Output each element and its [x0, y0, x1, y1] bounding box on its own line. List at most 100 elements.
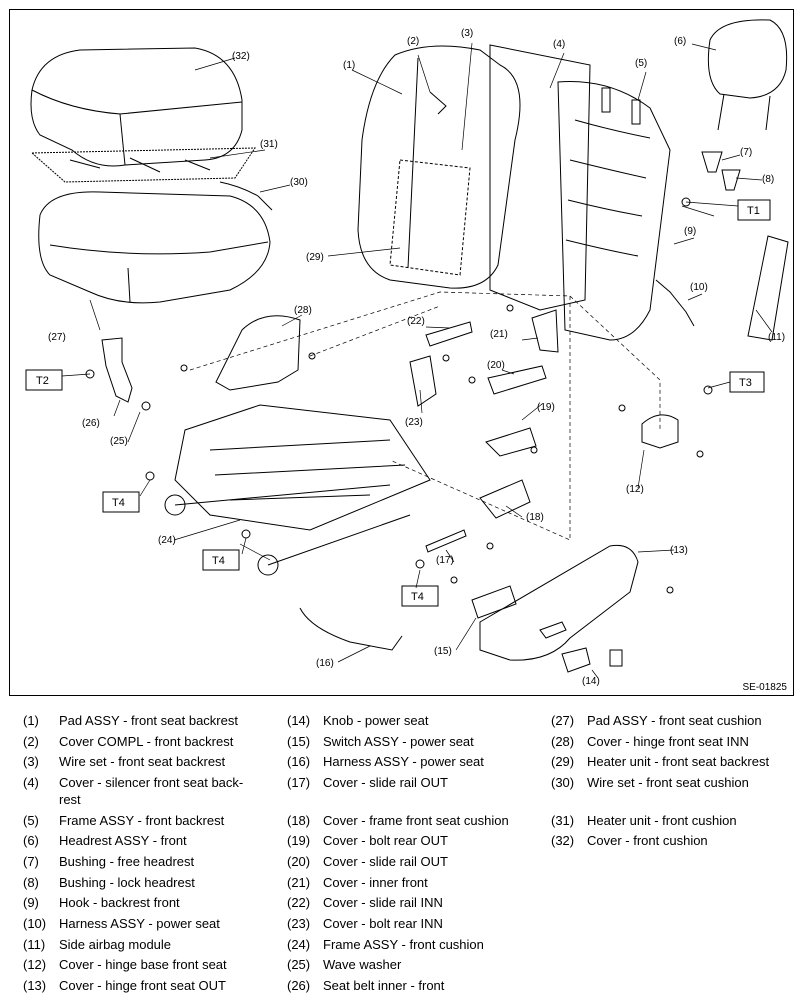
- part-backrest-harness: [655, 279, 695, 327]
- parts-legend: (1) Pad ASSY - front seat backrest (2) Cov…: [0, 709, 804, 999]
- legend-text: Cover - slide rail OUT: [323, 775, 448, 790]
- legend-text: Cover - slide rail OUT: [323, 854, 448, 869]
- legend-num: (30): [551, 775, 575, 790]
- callout-32: (32): [232, 51, 250, 62]
- legend-text: Frame ASSY - front backrest: [59, 813, 225, 828]
- callout-18: (18): [526, 512, 544, 523]
- legend-num: (25): [287, 957, 311, 972]
- legend-text: Hook - backrest front: [59, 895, 180, 910]
- legend-num: (10): [23, 916, 47, 931]
- part-cushion-wire: [219, 181, 273, 211]
- legend-num: (2): [23, 734, 39, 749]
- part-cushion-pad: [38, 191, 271, 304]
- callout-7: (7): [740, 147, 752, 158]
- legend-num: (20): [287, 854, 311, 869]
- legend-text: Cover - bolt rear OUT: [323, 833, 448, 848]
- part-bushings: [701, 151, 741, 191]
- torque-box-t4-left: [102, 491, 140, 513]
- callout-19: (19): [537, 402, 555, 413]
- legend-num: (7): [23, 854, 39, 869]
- torque-label-t4-right: T4: [411, 591, 424, 603]
- legend-text: Bushing - lock headrest: [59, 875, 195, 890]
- callout-2: (2): [407, 36, 419, 47]
- torque-label-t3: T3: [739, 377, 752, 389]
- part-airbag: [747, 235, 789, 341]
- legend-text: Heater unit - front seat backrest: [587, 754, 770, 769]
- part-knob: [561, 647, 623, 673]
- part-headrest: [707, 19, 788, 131]
- part-cushion-frame: [164, 404, 431, 576]
- part-silencer: [489, 44, 591, 311]
- legend-num: (4): [23, 775, 39, 790]
- legend-num: (18): [287, 813, 311, 828]
- callout-5: (5): [635, 58, 647, 69]
- part-wave-washer: [141, 401, 151, 411]
- exploded-diagram: (1) (2) (3) (4) (5) (6) (7) (8) (9) (10)…: [9, 9, 794, 696]
- legend-text: Cover - silencer front seat back-rest: [59, 775, 244, 807]
- leader-lines: [89, 42, 773, 679]
- callout-26: (26): [82, 418, 100, 429]
- legend-num: (13): [23, 978, 47, 993]
- legend-text: Frame ASSY - front cushion: [323, 937, 484, 952]
- legend-num: (12): [23, 957, 47, 972]
- torque-box-t4-right: [401, 585, 439, 607]
- legend-num: (29): [551, 754, 575, 769]
- legend-text: Wire set - front seat backrest: [59, 754, 226, 769]
- torque-box-t1: [737, 199, 771, 221]
- assembly-lines: [189, 291, 661, 541]
- legend-text: Switch ASSY - power seat: [323, 734, 474, 749]
- legend-num: (1): [23, 713, 39, 728]
- legend-num: (32): [551, 833, 575, 848]
- torque-box-t4-mid: [202, 549, 240, 571]
- callout-25: (25): [110, 436, 128, 447]
- torque-box-t3: [729, 371, 765, 393]
- torque-leaders: [61, 201, 739, 589]
- fasteners: [85, 197, 713, 594]
- callout-17: (17): [436, 555, 454, 566]
- callout-labels: (1) (2) (3) (4) (5) (6) (7) (8) (9) (10)…: [48, 28, 785, 687]
- legend-num: (19): [287, 833, 311, 848]
- legend-num: (9): [23, 895, 39, 910]
- legend-text: Cover - hinge front seat INN: [587, 734, 749, 749]
- legend-text: Seat belt inner - front: [323, 978, 445, 993]
- legend-num: (5): [23, 813, 39, 828]
- legend-text: Harness ASSY - power seat: [59, 916, 220, 931]
- callout-23: (23): [405, 417, 423, 428]
- legend-text: Cover - hinge front seat OUT: [59, 978, 226, 993]
- legend-num: (15): [287, 734, 311, 749]
- part-cushion-cover: [30, 47, 243, 167]
- part-harness: [299, 607, 403, 651]
- callout-11: (11): [768, 332, 785, 343]
- legend-num: (14): [287, 713, 311, 728]
- legend-num: (21): [287, 875, 311, 890]
- legend-num: (31): [551, 813, 575, 828]
- legend-text: Cover - inner front: [323, 875, 428, 890]
- part-seat-belt-inner: [101, 337, 133, 403]
- torque-box-t2: [25, 369, 63, 391]
- legend-text: Pad ASSY - front seat backrest: [59, 713, 238, 728]
- legend-num: (28): [551, 734, 575, 749]
- legend-text: Cover - frame front seat cushion: [323, 813, 509, 828]
- callout-28: (28): [294, 305, 312, 316]
- callout-13: (13): [670, 545, 688, 556]
- callout-3: (3): [461, 28, 473, 39]
- callout-16: (16): [316, 658, 334, 669]
- legend-text: Wave washer: [323, 957, 402, 972]
- legend-num: (6): [23, 833, 39, 848]
- callout-24: (24): [158, 535, 176, 546]
- legend-num: (27): [551, 713, 575, 728]
- legend-num: (24): [287, 937, 311, 952]
- callout-15: (15): [434, 646, 452, 657]
- legend-num: (26): [287, 978, 311, 993]
- callout-6: (6): [674, 36, 686, 47]
- callout-9: (9): [684, 226, 696, 237]
- legend-num: (17): [287, 775, 311, 790]
- callout-4: (4): [553, 39, 565, 50]
- legend-text: Harness ASSY - power seat: [323, 754, 484, 769]
- callout-31: (31): [260, 139, 278, 150]
- torque-boxes: T1 T2 T3 T4 T4 T4: [25, 199, 771, 607]
- legend-text: Bushing - free headrest: [59, 854, 195, 869]
- callout-22: (22): [407, 316, 425, 327]
- legend-text: Cover COMPL - front backrest: [59, 734, 234, 749]
- torque-label-t1: T1: [747, 205, 760, 217]
